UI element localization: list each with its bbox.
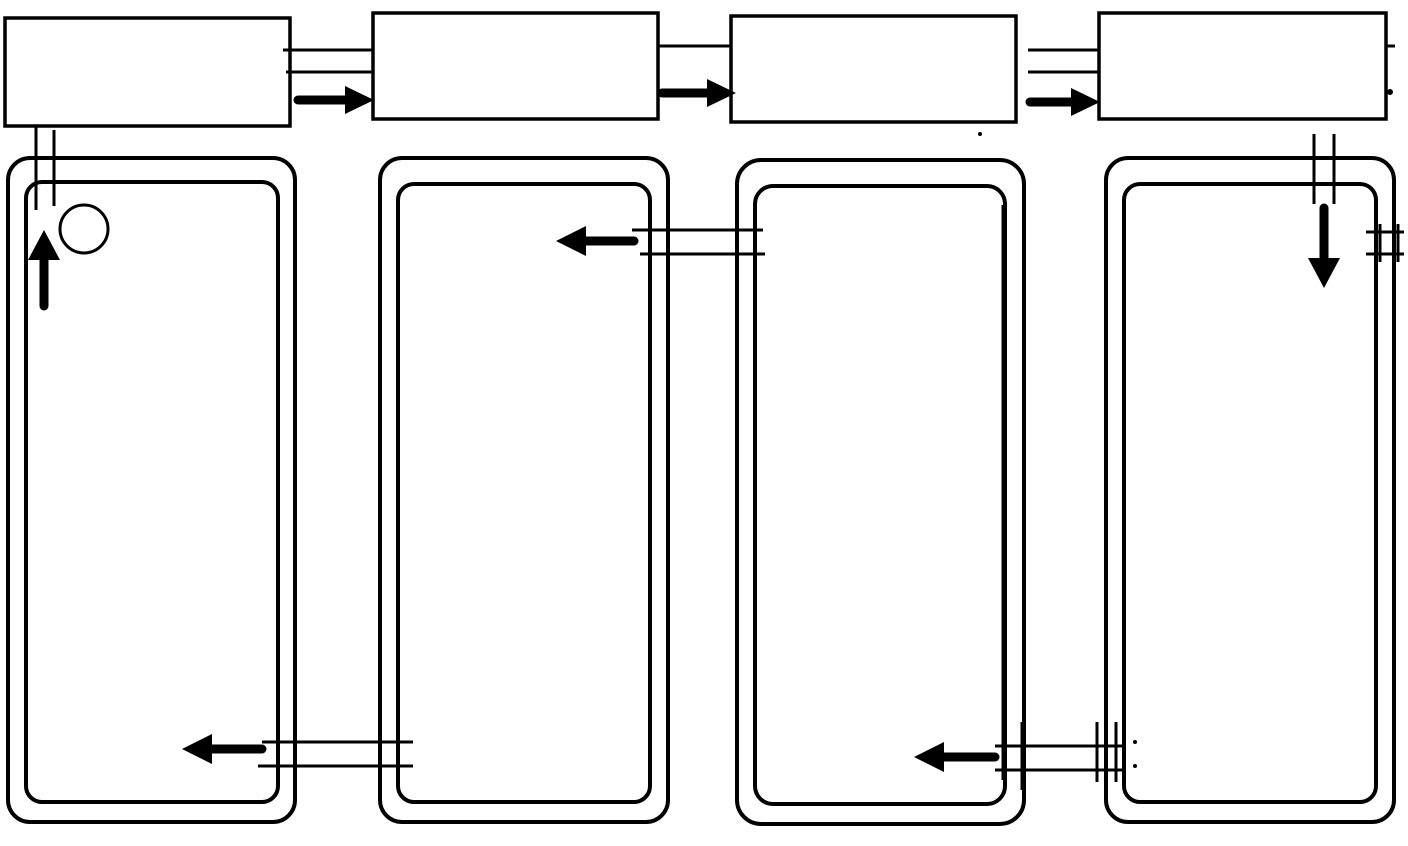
pipe-room2-room1 [258, 740, 413, 768]
arrow-room2-to-room1 [182, 734, 267, 764]
arrow-box1-to-box2 [293, 86, 374, 114]
top-box-1 [3, 16, 292, 128]
connector-box1-box2 [283, 48, 373, 74]
circle-marker [58, 203, 110, 255]
dot-mark [1133, 764, 1137, 768]
room-2 [378, 156, 670, 824]
room-1 [6, 156, 297, 824]
connector-box4-right [1386, 44, 1395, 95]
dot-mark [978, 132, 982, 136]
dot-mark [1133, 740, 1137, 744]
pipe-room4-right [1366, 224, 1404, 262]
arrow-room4-down [1308, 203, 1340, 288]
arrow-room1-up [28, 230, 60, 311]
arrow-box2-to-box3 [657, 79, 736, 107]
connector-box3-box4 [1028, 48, 1099, 74]
arrow-room4-to-room3 [914, 742, 1000, 772]
pipe-room3-room2 [632, 228, 765, 256]
pipe-room1-to-box1 [34, 126, 56, 210]
pipe-room4-room3 [995, 205, 1125, 790]
room-4 [1104, 156, 1396, 824]
top-box-4 [1097, 11, 1388, 121]
pipe-box4-room4 [1312, 134, 1336, 204]
top-box-2 [371, 11, 660, 121]
arrow-room3-to-room2 [556, 226, 639, 256]
top-box-3 [729, 14, 1018, 124]
room-3 [735, 158, 1026, 826]
arrow-box3-to-box4 [1025, 88, 1100, 116]
